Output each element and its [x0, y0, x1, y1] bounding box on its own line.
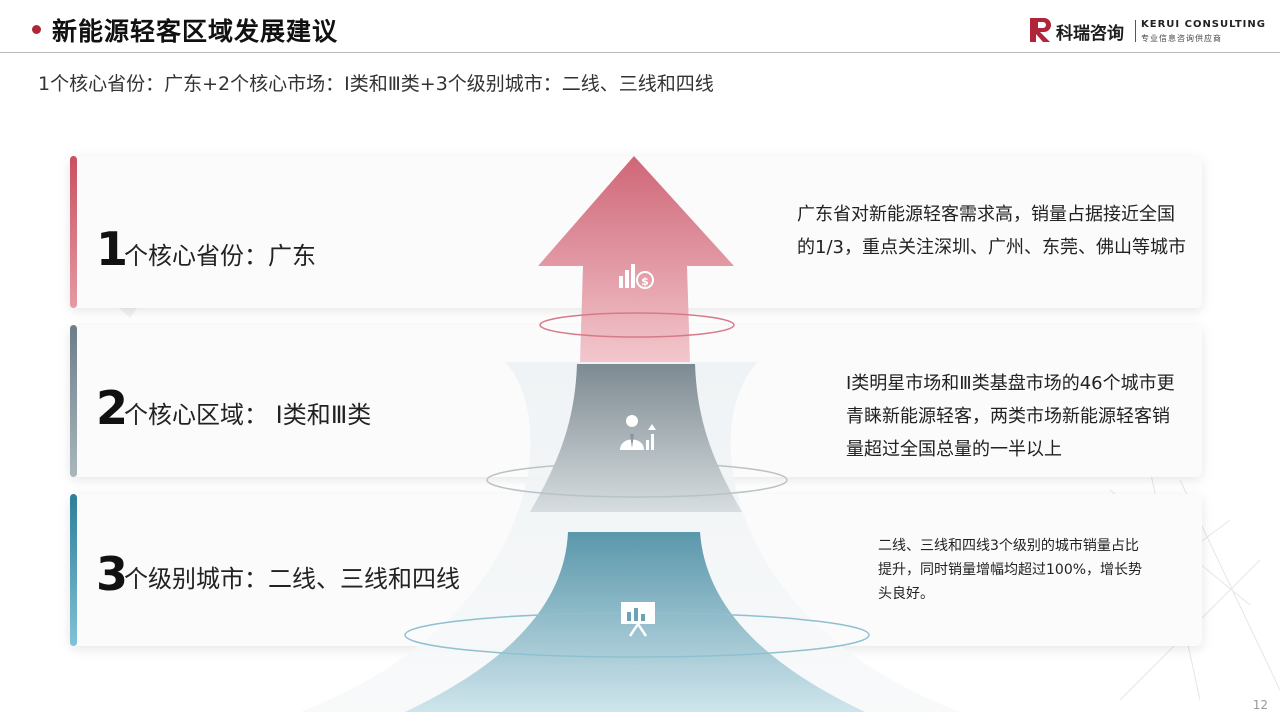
page-title: 新能源轻客区域发展建议 — [52, 17, 339, 46]
tier-description: 二线、三线和四线3个级别的城市销量占比提升，同时销量增幅均超过100%，增长势头… — [878, 538, 1143, 602]
presentation-board-icon — [621, 602, 655, 637]
businessman-growth-icon — [620, 415, 656, 450]
tier-number: 2 — [96, 381, 129, 435]
growth-chart-dollar-icon: $ — [619, 264, 654, 289]
kerui-logo-icon — [1030, 18, 1051, 42]
page-number: 12 — [1252, 698, 1268, 712]
logo-chinese-name: 科瑞咨询 — [1056, 24, 1124, 44]
svg-text:$: $ — [641, 275, 649, 288]
tier-number: 1 — [96, 222, 129, 276]
tier-description: 广东省对新能源轻客需求高，销量占据接近全国的1/3，重点关注深圳、广州、东莞、佛… — [797, 204, 1186, 258]
title-bullet — [32, 25, 41, 34]
tier-card-2: 2 个核心区域： Ⅰ类和Ⅲ类 Ⅰ类明星市场和Ⅲ类基盘市场的46个城市更青睐新能源… — [70, 325, 1202, 477]
header-divider — [0, 52, 1280, 53]
tier-title: 个核心区域： Ⅰ类和Ⅲ类 — [124, 401, 372, 429]
tier-number: 3 — [96, 547, 129, 601]
tier-title: 个核心省份：广东 — [124, 242, 316, 270]
header: 新能源轻客区域发展建议 科瑞咨询 KERUI CONSULTING 专业信息咨询… — [0, 0, 1280, 56]
logo-english-name: KERUI CONSULTING — [1141, 19, 1266, 30]
tier-accent-bar — [70, 325, 77, 477]
logo-divider — [1135, 20, 1136, 42]
logo-tagline: 专业信息咨询供应商 — [1141, 34, 1222, 43]
tier-title: 个级别城市：二线、三线和四线 — [124, 565, 460, 593]
tier-accent-bar — [70, 494, 77, 646]
page-subtitle: 1个核心省份：广东+2个核心市场：Ⅰ类和Ⅲ类+3个级别城市：二线、三线和四线 — [38, 73, 714, 95]
tier-description: Ⅰ类明星市场和Ⅲ类基盘市场的46个城市更青睐新能源轻客，两类市场新能源轻客销量超… — [846, 373, 1175, 460]
tier-accent-bar — [70, 156, 77, 308]
